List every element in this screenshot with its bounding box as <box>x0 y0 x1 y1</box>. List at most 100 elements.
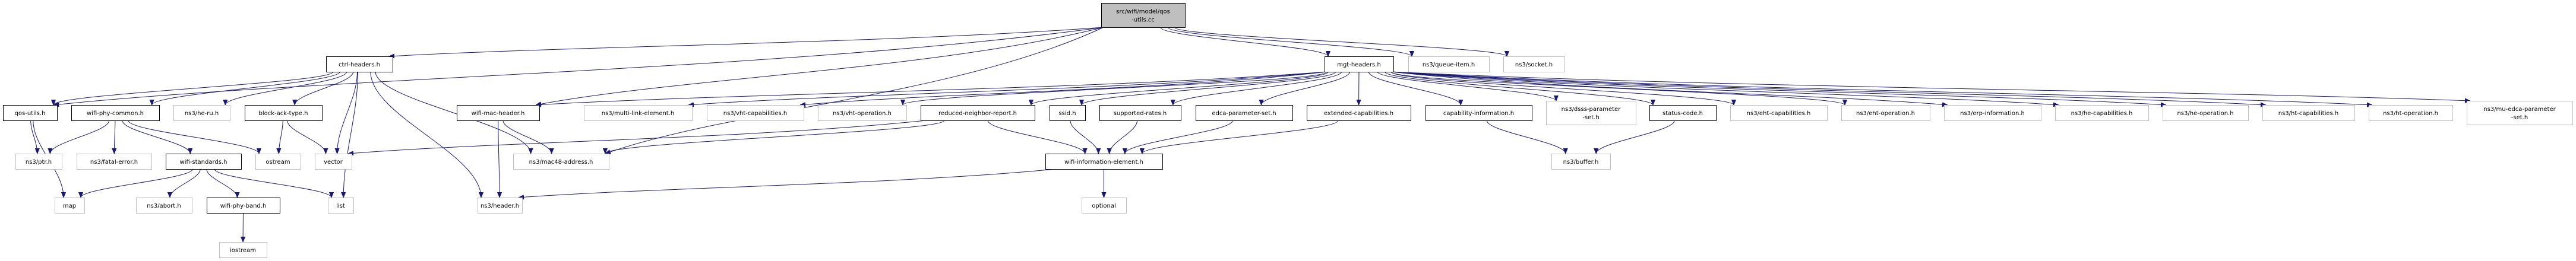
edge-supported-rates-to-wifi-information-element <box>1110 120 1138 154</box>
node-box-he-capabilities <box>2055 105 2149 121</box>
node-box-vector <box>315 154 352 170</box>
node-he-ru: ns3/he-ru.h <box>173 105 230 121</box>
edge-block-ack-type-to-ostream <box>279 120 283 154</box>
edge-wifi-information-element-to-header <box>519 168 1056 198</box>
edge-mgt-headers-to-wifi-mac-header <box>536 71 1327 105</box>
node-he-operation: ns3/he-operation.h <box>2163 105 2249 121</box>
node-box-block-ack-type[interactable] <box>245 105 323 121</box>
node-label-mgt-headers: mgt-headers.h <box>1337 62 1381 68</box>
node-mgt-headers[interactable]: mgt-headers.h <box>1325 56 1394 72</box>
node-box-wifi-information-element[interactable] <box>1045 154 1163 170</box>
node-box-vht-operation <box>818 105 907 121</box>
node-box-eht-capabilities <box>1730 105 1828 121</box>
node-buffer: ns3/buffer.h <box>1551 154 1611 170</box>
node-label-socket: ns3/socket.h <box>1515 62 1553 68</box>
node-ctrl-headers[interactable]: ctrl-headers.h <box>326 56 393 72</box>
node-reduced-neighbor-report[interactable]: reduced-neighbor-report.h <box>921 105 1035 121</box>
edge-root-to-queue-item <box>1167 27 1412 57</box>
node-label-fatal-error: ns3/fatal-error.h <box>90 159 138 165</box>
node-abort: ns3/abort.h <box>136 198 192 214</box>
node-box-capability-information[interactable] <box>1426 105 1532 121</box>
node-box-ht-operation <box>2369 105 2453 121</box>
node-multi-link-element: ns3/multi-link-element.h <box>584 105 693 121</box>
edge-root-to-wifi-mac-header <box>536 27 1104 105</box>
node-box-mu-edca-parameter-set <box>2467 101 2573 125</box>
node-label-wifi-phy-band: wifi-phy-band.h <box>220 203 267 209</box>
node-root[interactable]: src/wifi/model/qos-utils.cc <box>1101 3 1186 28</box>
edge-mgt-headers-to-ssid <box>1082 71 1336 106</box>
node-label-vector: vector <box>324 159 343 165</box>
node-box-wifi-phy-common[interactable] <box>71 105 160 121</box>
edge-ctrl-headers-to-list <box>343 71 358 198</box>
node-label-he-ru: ns3/he-ru.h <box>185 110 219 117</box>
edge-ctrl-headers-to-header <box>370 71 481 198</box>
node-box-status-code[interactable] <box>1649 105 1717 121</box>
edge-mgt-headers-to-multi-link-element <box>688 71 1327 105</box>
node-box-supported-rates[interactable] <box>1099 105 1181 121</box>
node-label-list: list <box>336 203 345 209</box>
node-wifi-standards[interactable]: wifi-standards.h <box>166 154 242 170</box>
node-eht-capabilities: ns3/eht-capabilities.h <box>1730 105 1828 121</box>
edge-mgt-headers-to-he-capabilities <box>1390 71 2059 105</box>
edge-mgt-headers-to-reduced-neighbor-report <box>1031 71 1329 106</box>
node-qos-utils-h[interactable]: qos-utils.h <box>3 105 58 121</box>
node-label-ht-capabilities: ns3/ht-capabilities.h <box>2278 110 2339 117</box>
node-box-wifi-phy-band[interactable] <box>207 198 280 214</box>
edge-wifi-phy-common-to-ostream <box>128 120 259 154</box>
edge-reduced-neighbor-report-to-mac48-address <box>605 120 945 154</box>
edge-wifi-standards-to-list <box>214 168 331 198</box>
node-supported-rates[interactable]: supported-rates.h <box>1099 105 1181 121</box>
edge-ctrl-headers-to-mac48-address <box>375 71 530 154</box>
node-box-extended-capabilities[interactable] <box>1307 105 1411 121</box>
node-label-qos-utils-h: qos-utils.h <box>15 110 46 117</box>
node-label-iostream: iostream <box>230 247 256 254</box>
node-box-wifi-standards[interactable] <box>166 154 242 170</box>
node-wifi-mac-header[interactable]: wifi-mac-header.h <box>457 105 540 121</box>
node-wifi-information-element[interactable]: wifi-information-element.h <box>1045 154 1163 170</box>
node-queue-item: ns3/queue-item.h <box>1408 56 1490 72</box>
node-label-abort: ns3/abort.h <box>147 203 181 209</box>
node-wifi-phy-band[interactable]: wifi-phy-band.h <box>207 198 280 214</box>
node-box-header <box>478 198 523 214</box>
node-wifi-phy-common[interactable]: wifi-phy-common.h <box>71 105 160 121</box>
node-erp-information: ns3/erp-information.h <box>1944 105 2041 121</box>
edges-layer <box>30 27 2470 242</box>
node-box-ssid[interactable] <box>1050 105 1086 121</box>
node-edca-parameter-set[interactable]: edca-parameter-set.h <box>1196 105 1293 121</box>
node-optional: optional <box>1082 198 1127 214</box>
node-box-reduced-neighbor-report[interactable] <box>921 105 1035 121</box>
node-box-mgt-headers[interactable] <box>1325 56 1394 72</box>
node-status-code[interactable]: status-code.h <box>1649 105 1717 121</box>
edge-root-to-qos-utils-h <box>53 27 1104 105</box>
node-box-ht-capabilities <box>2262 105 2355 121</box>
node-box-root[interactable] <box>1101 3 1186 28</box>
node-box-edca-parameter-set[interactable] <box>1196 105 1293 121</box>
node-box-wifi-mac-header[interactable] <box>457 105 540 121</box>
node-ptr: ns3/ptr.h <box>15 154 62 170</box>
node-box-vht-capabilities <box>707 105 804 121</box>
edge-wifi-standards-to-map <box>81 168 193 198</box>
node-label-buffer: ns3/buffer.h <box>1563 159 1599 165</box>
node-label-root: src/wifi/model/qos <box>1116 9 1170 15</box>
node-block-ack-type[interactable]: block-ack-type.h <box>245 105 323 121</box>
edge-reduced-neighbor-report-to-vector <box>348 120 927 154</box>
node-label-header: ns3/header.h <box>481 203 519 209</box>
node-label-wifi-information-element: wifi-information-element.h <box>1064 159 1143 165</box>
node-label-mu-edca-parameter-set: ns3/mu-edca-parameter <box>2483 106 2556 113</box>
node-label-mac48-address: ns3/mac48-address.h <box>529 159 593 165</box>
node-box-ctrl-headers[interactable] <box>326 56 393 72</box>
node-box-list <box>328 198 354 214</box>
node-label-eht-operation: ns3/eht-operation.h <box>1856 110 1915 117</box>
edge-mgt-headers-to-erp-information <box>1390 71 1948 105</box>
node-box-qos-utils-h[interactable] <box>3 105 58 121</box>
edge-wifi-standards-to-abort <box>170 168 201 198</box>
node-capability-information[interactable]: capability-information.h <box>1426 105 1532 121</box>
edge-root-to-ctrl-headers <box>389 27 1104 56</box>
node-extended-capabilities[interactable]: extended-capabilities.h <box>1307 105 1411 121</box>
node-vht-capabilities: ns3/vht-capabilities.h <box>707 105 804 121</box>
node-label-optional: optional <box>1092 203 1116 209</box>
node-ht-operation: ns3/ht-operation.h <box>2369 105 2453 121</box>
edge-ctrl-headers-to-block-ack-type <box>295 71 354 106</box>
node-ssid[interactable]: ssid.h <box>1050 105 1086 121</box>
